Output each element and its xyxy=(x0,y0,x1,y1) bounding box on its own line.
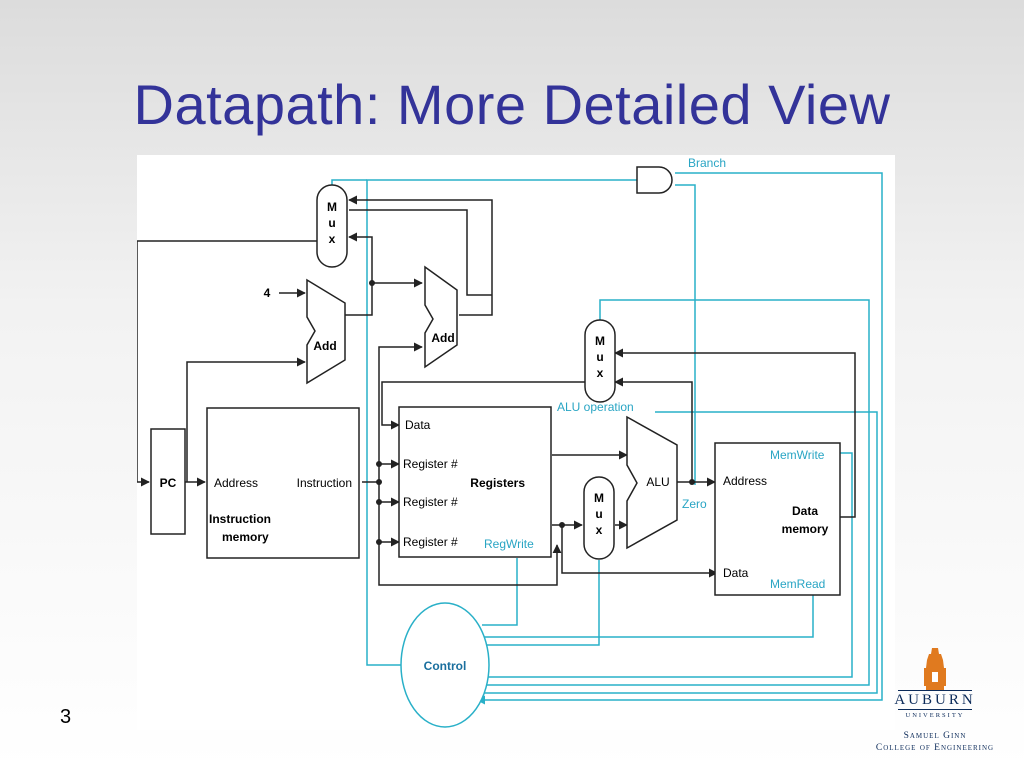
dmem-title-1: Data xyxy=(792,504,818,518)
memwrite-label: MemWrite xyxy=(770,448,825,462)
constant-four: 4 xyxy=(264,286,271,300)
line-control-to-top-mux xyxy=(366,179,657,666)
register-file: Data Register # Registers Register # Reg… xyxy=(398,406,552,558)
mux-mid-letter-3: x xyxy=(597,366,604,380)
line-writeback xyxy=(381,381,587,430)
line-pc-to-adder xyxy=(186,357,306,482)
mux-mid-letter-1: M xyxy=(595,334,605,348)
imem-title-2: memory xyxy=(222,530,269,544)
mux-alu-letter-1: M xyxy=(594,491,604,505)
imem-title-1: Instruction xyxy=(209,512,271,526)
mux-alu: M u x xyxy=(583,476,615,560)
data-memory: Address Data memory Data xyxy=(714,442,841,596)
mux-alu-letter-2: u xyxy=(595,507,602,521)
line-branch-adder-out xyxy=(348,195,493,316)
dmem-address-label: Address xyxy=(723,474,767,488)
control-label: Control xyxy=(424,659,467,673)
reg-num-3-label: Register # xyxy=(403,535,458,549)
alu-label: ALU xyxy=(646,475,669,489)
logo-name: AUBURN xyxy=(894,692,976,708)
branch-and-gate xyxy=(636,166,673,194)
logo-university: UNIVERSITY xyxy=(905,712,965,719)
line-alu-to-mux xyxy=(614,377,693,482)
zero-label: Zero xyxy=(682,497,707,511)
logo-rule-mid xyxy=(898,709,972,710)
regwrite-label: RegWrite xyxy=(484,537,534,551)
logo-college-line2: College of Engineering xyxy=(875,743,995,753)
pc-register: PC xyxy=(150,428,186,535)
adder-branch: Add xyxy=(424,265,458,369)
line-adder-to-branch xyxy=(371,278,423,288)
junction-dots xyxy=(369,280,695,545)
mux-mid-letter-2: u xyxy=(596,350,603,364)
dmem-data-label: Data xyxy=(723,566,749,580)
adder-pc: Add xyxy=(306,278,346,385)
mux-top-letter-1: M xyxy=(327,200,337,214)
branch-label: Branch xyxy=(688,156,726,170)
pc-label: PC xyxy=(160,476,177,490)
line-instr-bus xyxy=(362,481,562,586)
auburn-logo: AUBURN UNIVERSITY Samuel Ginn College of… xyxy=(860,646,1010,756)
auburn-tower-icon xyxy=(924,648,946,690)
datapath-svg: M u x Add 4 Add M u x PC Address Instruc… xyxy=(137,156,883,728)
control-unit: Control xyxy=(400,602,490,728)
mux-top-letter-3: x xyxy=(329,232,336,246)
line-regwrite xyxy=(482,558,518,626)
line-top-mux-select xyxy=(331,179,367,185)
mux-top-letter-2: u xyxy=(328,216,335,230)
reg-data-label: Data xyxy=(405,418,431,432)
line-adder-to-mux xyxy=(345,232,373,316)
line-alu-mux-select xyxy=(482,560,600,646)
mux-mid: M u x xyxy=(584,319,616,403)
page-number: 3 xyxy=(60,706,72,728)
line-branch-signal xyxy=(476,172,883,705)
line-mem-to-mux xyxy=(614,348,856,518)
alu-operation-label: ALU operation xyxy=(557,400,634,414)
adder-pc-label: Add xyxy=(313,339,336,353)
line-top-mux-in1 xyxy=(349,209,492,296)
datapath-diagram: M u x Add 4 Add M u x PC Address Instruc… xyxy=(137,155,895,730)
logo-rule-top xyxy=(898,690,972,691)
line-instr-to-branch xyxy=(378,342,423,482)
line-alu-op xyxy=(482,411,878,694)
imem-instruction-label: Instruction xyxy=(297,476,352,490)
alu: ALU xyxy=(626,415,678,550)
line-reg-out2-mem xyxy=(561,525,718,578)
line-zero xyxy=(675,184,696,485)
memread-label: MemRead xyxy=(770,577,825,591)
logo-college-line1: Samuel Ginn xyxy=(903,731,967,741)
imem-address-label: Address xyxy=(214,476,258,490)
mux-top: M u x xyxy=(316,184,348,268)
reg-num-2-label: Register # xyxy=(403,495,458,509)
slide-title: Datapath: More Detailed View xyxy=(133,73,891,136)
line-mid-mux-select xyxy=(482,299,870,686)
instruction-memory: Address Instruction Instruction memory xyxy=(206,407,360,559)
signal-labels: Branch ALU operation Zero MemWrite MemRe… xyxy=(484,156,825,591)
dmem-title-2: memory xyxy=(782,522,829,536)
reg-title: Registers xyxy=(470,476,525,490)
mux-alu-letter-3: x xyxy=(596,523,603,537)
line-memread xyxy=(482,592,814,638)
adder-branch-label: Add xyxy=(431,331,454,345)
reg-num-1-label: Register # xyxy=(403,457,458,471)
